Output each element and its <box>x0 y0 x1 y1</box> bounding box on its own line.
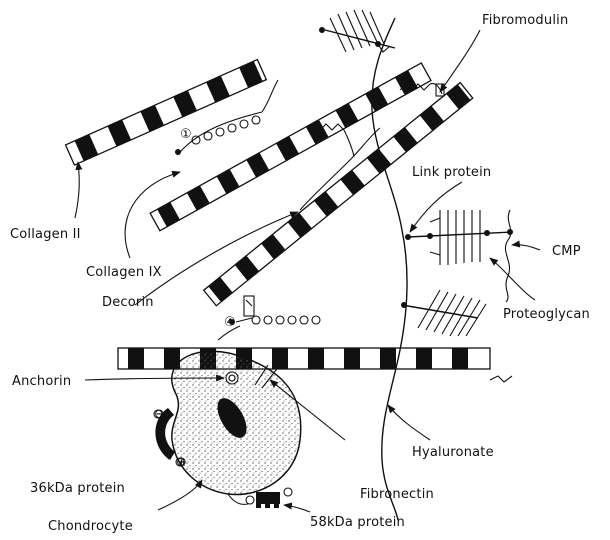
label-36kda: 36kDa protein <box>30 481 125 496</box>
cmp-strand <box>505 210 510 302</box>
label-link-protein: Link protein <box>412 165 491 180</box>
label-fibromodulin: Fibromodulin <box>482 13 568 28</box>
collagen-fibril-a <box>66 60 267 166</box>
svg-text:⊖: ⊖ <box>154 407 165 422</box>
label-collagen-ix: Collagen IX <box>86 265 162 280</box>
label-hyaluronate: Hyaluronate <box>412 445 494 460</box>
label-fibronectin: Fibronectin <box>360 487 434 502</box>
proteoglycan-top <box>319 10 395 52</box>
svg-text:④: ④ <box>224 315 236 330</box>
leader-chondrocyte <box>158 480 202 510</box>
leader-hyaluronate <box>388 405 430 440</box>
leader-link-protein <box>410 182 462 232</box>
label-58kda: 58kDa protein <box>310 515 405 530</box>
proteoglycan-middle <box>405 210 513 302</box>
lower-bead-chain: ④ <box>218 296 320 340</box>
leader-58kda <box>284 505 310 512</box>
label-proteoglycan: Proteoglycan <box>503 307 590 322</box>
proteoglycan-lower <box>401 290 486 336</box>
label-chondrocyte: Chondrocyte <box>48 519 133 534</box>
label-cmp: CMP <box>552 244 581 259</box>
label-anchorin: Anchorin <box>12 374 71 389</box>
chondrocyte-cell: ⊖ ⊕ <box>154 351 301 508</box>
leader-proteoglycan <box>490 258 535 300</box>
leader-collagen-ii <box>75 162 79 218</box>
label-collagen-ii: Collagen II <box>10 227 81 242</box>
svg-text:⊕: ⊕ <box>176 455 187 470</box>
label-decorin: Decorin <box>102 295 154 310</box>
leader-cmp <box>512 245 540 250</box>
svg-text:①: ① <box>180 127 192 142</box>
